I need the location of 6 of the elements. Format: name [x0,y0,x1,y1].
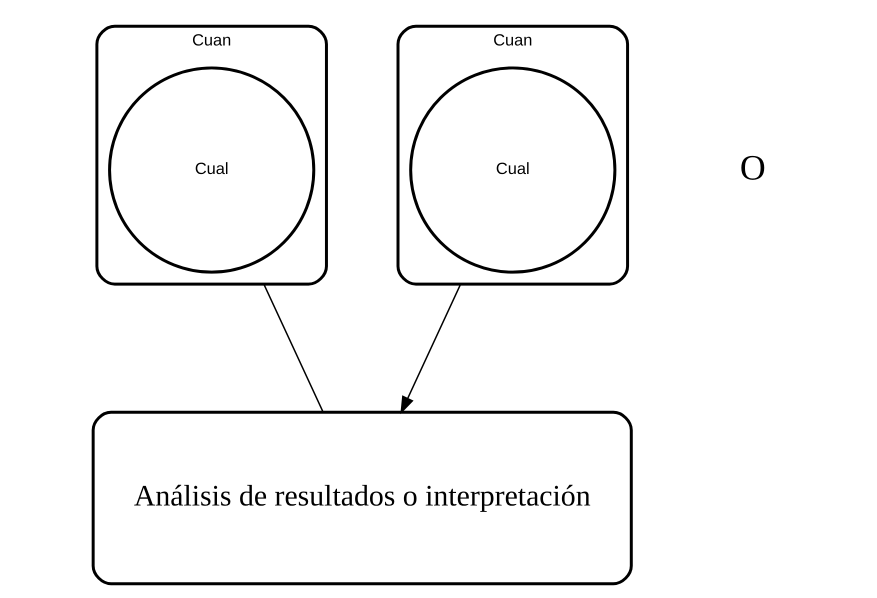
node-box: Análisis de resultados o interpretación [91,410,632,586]
node-circle: Cual [108,66,315,274]
connector [262,284,324,412]
node-circle: Cual [408,66,616,274]
arrow [400,284,461,414]
label: O [739,147,766,188]
